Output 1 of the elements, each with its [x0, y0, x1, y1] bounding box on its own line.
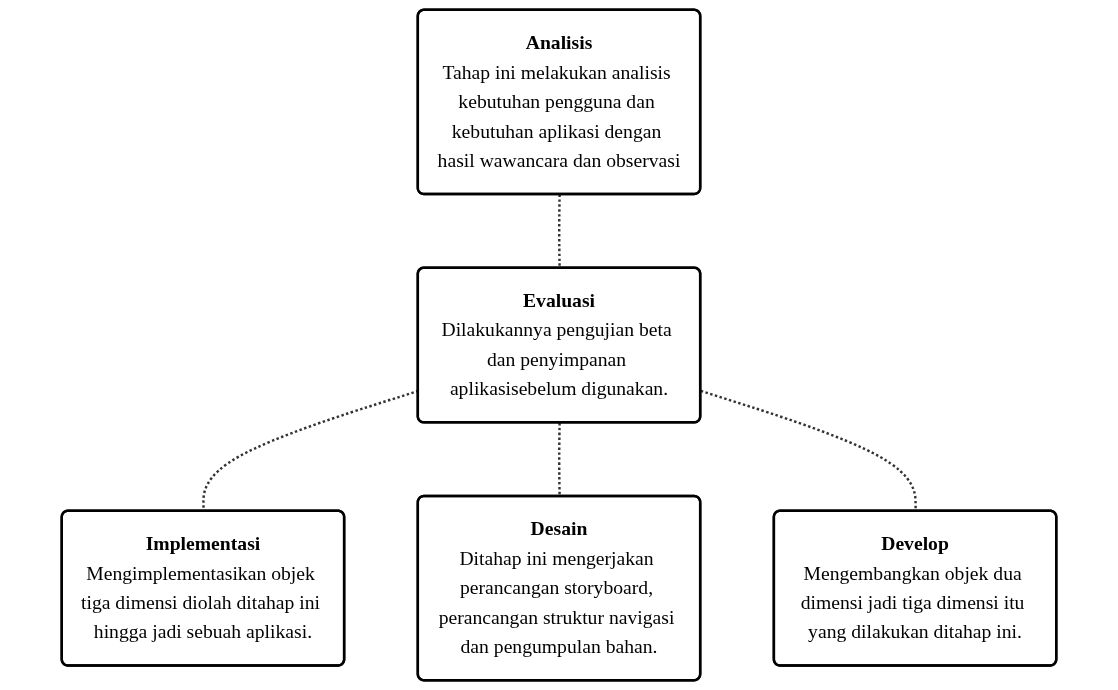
connector — [558, 422, 561, 497]
